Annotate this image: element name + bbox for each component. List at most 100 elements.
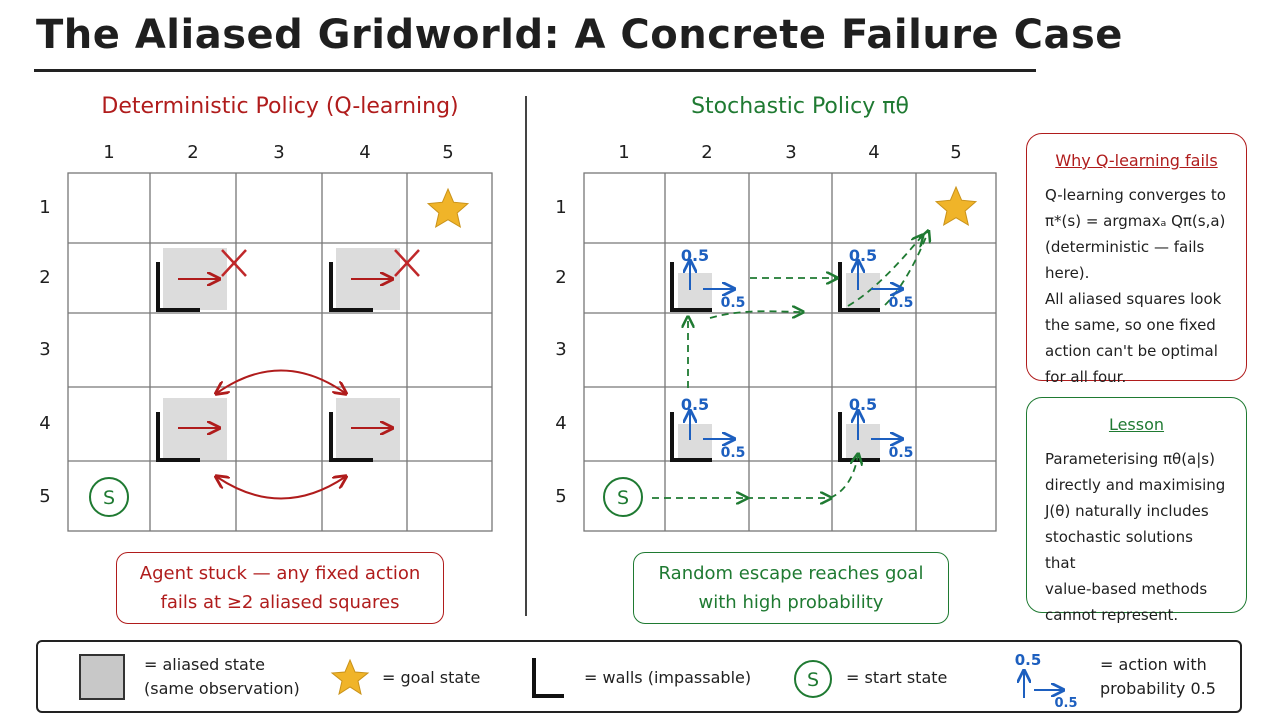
legend-action-line: = action with — [1100, 655, 1207, 674]
left-gridworld: S — [67, 172, 493, 532]
left-col-label: 2 — [187, 142, 199, 163]
stochastic-action: 0.5 0.5 — [849, 395, 914, 461]
lesson-box-line: stochastic solutions that — [1045, 528, 1193, 572]
legend-start-icon: S — [794, 660, 832, 698]
escape-path — [829, 455, 858, 499]
svg-text:0.5: 0.5 — [1015, 651, 1042, 669]
left-row-label: 2 — [39, 267, 51, 288]
stochastic-action: 0.5 0.5 — [681, 395, 746, 461]
wall — [156, 412, 200, 462]
escape-path — [884, 232, 928, 306]
wall — [838, 412, 880, 462]
escape-path — [709, 311, 802, 319]
svg-text:0.5: 0.5 — [889, 295, 914, 311]
right-row-label: 2 — [555, 267, 567, 288]
why-box-line: the same, so one fixed — [1045, 316, 1216, 334]
start-label: S — [103, 487, 115, 509]
right-col-label: 4 — [868, 142, 880, 163]
aliased-state — [678, 424, 712, 460]
right-col-label: 5 — [950, 142, 962, 163]
svg-text:S: S — [807, 669, 819, 691]
title-underline — [34, 69, 1036, 72]
right-grid-lines — [583, 172, 997, 532]
right-row-label: 4 — [555, 413, 567, 434]
svg-text:0.5: 0.5 — [721, 295, 746, 311]
right-note-line: Random escape reaches goal — [658, 563, 924, 584]
right-note-line: with high probability — [698, 592, 884, 613]
why-box-line: All aliased squares look — [1045, 290, 1222, 308]
goal-star-icon — [426, 187, 470, 229]
legend-goal-star-icon — [330, 658, 370, 696]
svg-text:0.5: 0.5 — [721, 445, 746, 461]
why-box-line: action can't be optimal — [1045, 342, 1218, 360]
left-row-label: 3 — [39, 339, 51, 360]
stochastic-action: 0.5 0.5 — [849, 246, 914, 311]
wall — [670, 262, 712, 312]
left-col-label: 5 — [442, 142, 454, 163]
right-col-label: 2 — [701, 142, 713, 163]
wall — [838, 262, 880, 312]
legend-action-icon: 0.5 0.5 — [1015, 651, 1078, 711]
lesson-box-heading: Lesson — [1108, 415, 1165, 434]
escape-path — [847, 236, 922, 307]
goal-star-icon — [934, 185, 978, 227]
legend-action-line: probability 0.5 — [1100, 679, 1216, 698]
legend-wall-icon — [532, 658, 564, 698]
wall — [156, 262, 200, 312]
failure-cross-icon — [221, 249, 247, 277]
wall — [329, 412, 373, 462]
left-row-label: 5 — [39, 486, 51, 507]
why-box-line: for all four. — [1045, 368, 1127, 386]
aliased-swatch — [79, 654, 125, 700]
svg-text:0.5: 0.5 — [849, 246, 877, 265]
lesson-box-line: Parameterising πθ(a|s) — [1045, 450, 1215, 468]
legend-start-text: = start state — [846, 668, 948, 687]
right-col-label: 3 — [785, 142, 797, 163]
left-note: Agent stuck — any fixed action fails at … — [116, 552, 444, 624]
left-col-label: 3 — [273, 142, 285, 163]
why-box-heading: Why Q-learning fails — [1055, 151, 1218, 170]
lesson-box-line: value-based methods — [1045, 580, 1208, 598]
aliased-state — [678, 273, 712, 309]
legend-walls-text: = walls (impassable) — [584, 668, 752, 687]
wall — [670, 412, 712, 462]
why-box-line: π*(s) = argmaxₐ Qπ(s,a) — [1045, 212, 1226, 230]
svg-text:0.5: 0.5 — [681, 395, 709, 414]
lesson-box: Lesson Parameterising πθ(a|s) directly a… — [1026, 397, 1247, 624]
svg-text:0.5: 0.5 — [681, 246, 709, 265]
right-row-label: 1 — [555, 197, 567, 218]
wall — [329, 262, 373, 312]
why-box-line: (deterministic — fails here). — [1045, 238, 1205, 282]
start-label: S — [617, 487, 629, 509]
left-panel-title: Deterministic Policy (Q-learning) — [101, 94, 459, 119]
legend-action-text: = action with probability 0.5 — [1100, 653, 1216, 701]
stochastic-action: 0.5 0.5 — [681, 246, 746, 311]
left-col-label: 1 — [103, 142, 115, 163]
loop-arc — [217, 477, 345, 500]
right-col-label: 1 — [618, 142, 630, 163]
failure-cross-icon — [394, 249, 420, 277]
svg-text:0.5: 0.5 — [849, 395, 877, 414]
lesson-box-line: cannot represent. — [1045, 606, 1179, 624]
start-circle-icon — [603, 477, 643, 517]
why-q-learning-fails-box: Why Q-learning fails Q-learning converge… — [1026, 133, 1247, 386]
legend-goal-text: = goal state — [382, 668, 481, 687]
right-row-label: 3 — [555, 339, 567, 360]
lesson-box-line: J(θ) naturally includes — [1045, 502, 1209, 520]
right-row-label: 5 — [555, 486, 567, 507]
right-panel-title: Stochastic Policy πθ — [691, 94, 909, 119]
right-gridworld: 0.5 0.5 0.5 0.5 0.5 0.5 0.5 0.5 S — [583, 172, 997, 532]
svg-text:0.5: 0.5 — [1054, 696, 1077, 711]
aliased-state — [846, 424, 880, 460]
left-note-line: fails at ≥2 aliased squares — [160, 592, 400, 613]
loop-arc — [217, 369, 345, 394]
left-row-label: 1 — [39, 197, 51, 218]
start-circle-icon — [89, 477, 129, 517]
page-title: The Aliased Gridworld: A Concrete Failur… — [36, 12, 1123, 58]
why-box-line: Q-learning converges to — [1045, 186, 1226, 204]
left-grid-lines — [67, 172, 493, 532]
legend-aliased-text: = aliased state (same observation) — [144, 653, 300, 701]
legend: = aliased state (same observation) = goa… — [36, 640, 1242, 713]
legend-aliased-line: = aliased state — [144, 655, 265, 674]
left-col-label: 4 — [359, 142, 371, 163]
